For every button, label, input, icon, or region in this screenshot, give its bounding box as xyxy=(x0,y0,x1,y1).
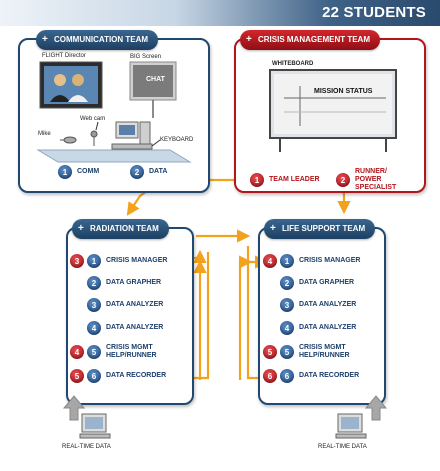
mike-label: Mike xyxy=(38,131,51,137)
life-role-1: 4 1 CRISIS MANAGER xyxy=(263,250,360,272)
plus-icon: + xyxy=(270,223,276,234)
role-number: 4 xyxy=(280,321,294,335)
life-role-4: 4 DATA ANALYZER xyxy=(280,317,356,339)
plus-icon: + xyxy=(246,34,252,45)
role-tag: 4 xyxy=(263,254,277,268)
mission-status-label: MISSION STATUS xyxy=(314,88,373,95)
whiteboard-label: WHITEBOARD xyxy=(272,61,314,67)
role-number: 3 xyxy=(280,298,294,312)
crisis-role-1: 1 TEAM LEADER xyxy=(250,169,320,191)
crisis-management-team-title-bar: + CRISIS MANAGEMENT TEAM xyxy=(240,30,380,50)
life-role-5: 5 5 CRISIS MGMT HELP/RUNNER xyxy=(263,341,350,363)
left-real-time-data-label: REAL-TIME DATA xyxy=(62,444,111,450)
communication-team-panel: + COMMUNICATION TEAM FLIGHT Director BIG… xyxy=(18,30,210,193)
radiation-team-title: RADIATION TEAM xyxy=(90,224,159,233)
role-label: RUNNER/ POWER SPECIALIST xyxy=(355,168,424,192)
radiation-team-title-bar: + RADIATION TEAM xyxy=(72,219,169,239)
role-label: COMM xyxy=(77,168,100,175)
role-label: DATA ANALYZER xyxy=(106,324,164,331)
life-support-team-title-bar: + LIFE SUPPORT TEAM xyxy=(264,219,376,239)
role-label-line1: CRISIS MGMT xyxy=(299,344,346,351)
crisis-management-team-title: CRISIS MANAGEMENT TEAM xyxy=(258,35,370,44)
role-label-line2: HELP/RUNNER xyxy=(299,352,350,359)
role-number: 3 xyxy=(87,298,101,312)
role-tag: 4 xyxy=(70,345,84,359)
role-number: 1 xyxy=(87,254,101,268)
radiation-role-4: 4 DATA ANALYZER xyxy=(87,317,163,339)
role-number: 1 xyxy=(280,254,294,268)
radiation-role-2: 2 DATA GRAPHER xyxy=(87,272,161,294)
header-bar: 22 STUDENTS xyxy=(0,0,440,26)
role-number: 2 xyxy=(280,276,294,290)
life-role-2: 2 DATA GRAPHER xyxy=(280,272,354,294)
director-avatar xyxy=(54,74,66,86)
right-feed-arrow xyxy=(364,395,388,421)
role-label-line1: CRISIS MGMT xyxy=(106,344,153,351)
keyboard-label: KEYBOARD xyxy=(160,137,194,143)
right-computer-icon xyxy=(335,413,367,439)
communication-team-title: COMMUNICATION TEAM xyxy=(54,35,149,44)
communication-team-title-bar: + COMMUNICATION TEAM xyxy=(36,30,159,50)
role-label: CRISIS MANAGER xyxy=(106,257,168,264)
role-label: DATA ANALYZER xyxy=(299,324,357,331)
role-number: 2 xyxy=(87,276,101,290)
big-screen-label: BIG Screen xyxy=(130,54,162,60)
right-real-time-data-label: REAL-TIME DATA xyxy=(318,444,367,450)
left-feed-arrow xyxy=(62,395,86,421)
radiation-role-5: 4 5 CRISIS MGMT HELP/RUNNER xyxy=(70,341,157,363)
role-number: 5 xyxy=(280,345,294,359)
left-computer-icon xyxy=(79,413,111,439)
role-label: DATA GRAPHER xyxy=(106,279,162,286)
role-label-line2: HELP/RUNNER xyxy=(106,352,157,359)
web-cam-label: Web cam xyxy=(80,116,106,122)
role-label: DATA xyxy=(149,168,168,175)
role-label: DATA GRAPHER xyxy=(299,279,355,286)
role-number: 2 xyxy=(336,173,350,187)
role-number: 6 xyxy=(87,369,101,383)
desk xyxy=(36,149,192,163)
role-tag: 3 xyxy=(70,254,84,268)
student-count: 22 STUDENTS xyxy=(322,4,426,21)
crisis-management-team-panel: + CRISIS MANAGEMENT TEAM WHITEBOARD MISS… xyxy=(234,30,426,193)
arrow-life-recorder-in xyxy=(238,255,253,380)
role-number: 2 xyxy=(130,165,144,179)
comm-role-1: 1 COMM xyxy=(58,161,99,183)
role-number: 5 xyxy=(87,345,101,359)
role-label-line2: POWER SPECIALIST xyxy=(355,176,397,191)
plus-icon: + xyxy=(78,223,84,234)
radiation-role-6: 5 6 DATA RECORDER xyxy=(70,365,166,387)
role-label: CRISIS MANAGER xyxy=(299,257,361,264)
role-label: DATA ANALYZER xyxy=(299,301,357,308)
role-number: 6 xyxy=(280,369,294,383)
role-tag: 5 xyxy=(70,369,84,383)
chat-label: CHAT xyxy=(146,76,165,83)
comm-scene xyxy=(36,61,192,163)
role-label: CRISIS MGMT HELP/RUNNER xyxy=(299,344,350,360)
life-role-6: 6 6 DATA RECORDER xyxy=(263,365,359,387)
crisis-role-2: 2 RUNNER/ POWER SPECIALIST xyxy=(336,168,424,192)
radiation-role-3: 3 DATA ANALYZER xyxy=(87,294,163,316)
role-number: 4 xyxy=(87,321,101,335)
role-number: 1 xyxy=(58,165,72,179)
keyboard xyxy=(111,143,153,150)
role-label: CRISIS MGMT HELP/RUNNER xyxy=(106,344,157,360)
life-support-team-panel: + LIFE SUPPORT TEAM xyxy=(258,219,386,405)
role-label: DATA RECORDER xyxy=(106,372,167,379)
radiation-role-1: 3 1 CRISIS MANAGER xyxy=(70,250,167,272)
flight-director-label: FLIGHT Director xyxy=(42,53,86,59)
comm-role-2: 2 DATA xyxy=(130,161,167,183)
whiteboard xyxy=(269,69,397,152)
role-label: DATA ANALYZER xyxy=(106,301,164,308)
plus-icon: + xyxy=(42,34,48,45)
life-support-team-title: LIFE SUPPORT TEAM xyxy=(282,224,366,233)
role-label-line1: RUNNER/ xyxy=(355,168,387,175)
role-label: DATA RECORDER xyxy=(299,372,360,379)
role-label: TEAM LEADER xyxy=(269,176,320,183)
life-role-3: 3 DATA ANALYZER xyxy=(280,294,356,316)
role-tag: 6 xyxy=(263,369,277,383)
role-tag: 5 xyxy=(263,345,277,359)
role-number: 1 xyxy=(250,173,264,187)
